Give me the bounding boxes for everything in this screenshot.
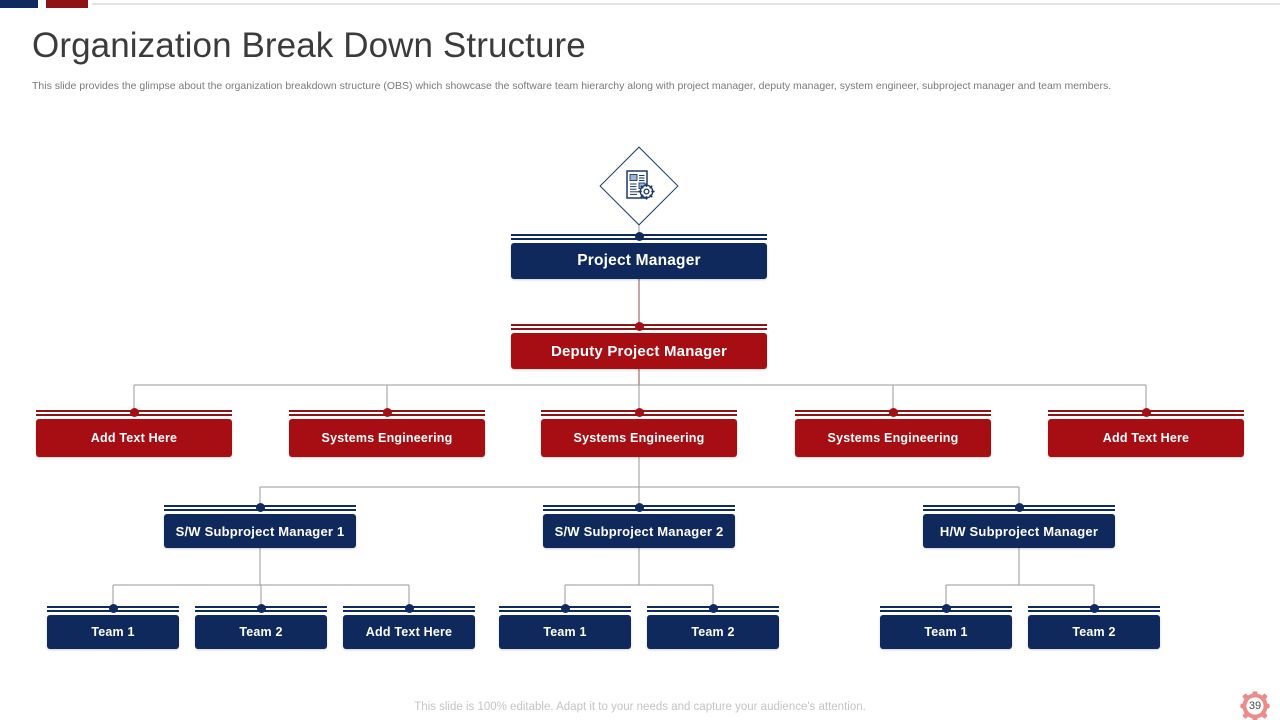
page-number-badge: 39 [1240, 691, 1270, 720]
node-connector-dot [1014, 502, 1024, 512]
org-node-label: Team 2 [1028, 615, 1160, 649]
node-connector-dot [404, 603, 414, 613]
page-number: 39 [1248, 700, 1262, 712]
accent-segment-navy [0, 0, 38, 8]
org-node-label: H/W Subproject Manager [923, 514, 1115, 548]
node-connector-dot [256, 603, 266, 613]
org-node-label: Deputy Project Manager [511, 333, 767, 369]
org-node-label: Project Manager [511, 243, 767, 279]
org-node-label: S/W Subproject Manager 1 [164, 514, 356, 548]
org-node-label: Systems Engineering [289, 419, 485, 457]
org-node-label: Team 1 [499, 615, 631, 649]
org-node-label: Team 2 [195, 615, 327, 649]
document-gear-icon [623, 169, 657, 203]
node-connector-dot [941, 603, 951, 613]
org-node-label: Systems Engineering [541, 419, 737, 457]
org-node-label: S/W Subproject Manager 2 [543, 514, 735, 548]
node-connector-dot [108, 603, 118, 613]
org-node-label: Team 2 [647, 615, 779, 649]
header-icon-diamond [599, 146, 679, 226]
node-connector-dot [255, 502, 265, 512]
node-connector-dot [634, 321, 644, 331]
node-connector-dot [634, 407, 644, 417]
org-node-label: Add Text Here [1048, 419, 1244, 457]
top-accent-bar [0, 0, 1280, 8]
node-connector-dot [560, 603, 570, 613]
node-connector-dot [888, 407, 898, 417]
page-title: Organization Break Down Structure [32, 26, 586, 65]
accent-segment-red [46, 0, 88, 8]
node-connector-dot [708, 603, 718, 613]
node-connector-dot [1089, 603, 1099, 613]
node-connector-dot [129, 407, 139, 417]
node-connector-dot [634, 231, 644, 241]
gear-badge-icon [1240, 691, 1270, 720]
node-connector-dot [382, 407, 392, 417]
org-node-label: Add Text Here [343, 615, 475, 649]
accent-rule [92, 3, 1280, 5]
page-subtitle: This slide provides the glimpse about th… [32, 80, 1112, 92]
node-connector-dot [1141, 407, 1151, 417]
node-connector-dot [634, 502, 644, 512]
footer-note: This slide is 100% editable. Adapt it to… [414, 701, 866, 713]
org-node-label: Team 1 [880, 615, 1012, 649]
org-node-label: Add Text Here [36, 419, 232, 457]
org-node-label: Systems Engineering [795, 419, 991, 457]
org-node-label: Team 1 [47, 615, 179, 649]
